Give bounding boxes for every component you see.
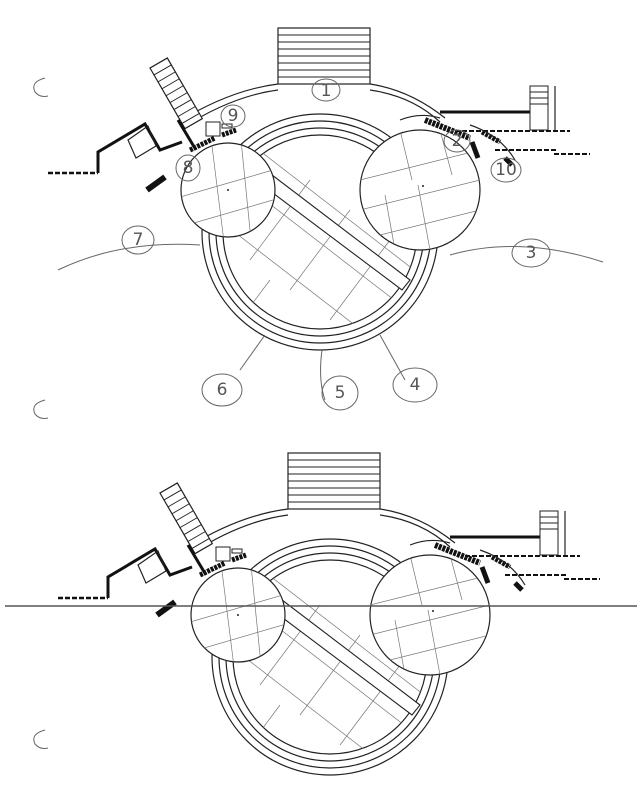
label-3: 3 (511, 238, 551, 268)
label-4: 4 (392, 367, 438, 403)
label-9: 9 (220, 104, 246, 128)
label-8: 8 (175, 154, 201, 182)
svg-text:5: 5 (335, 383, 346, 403)
label-10: 10 (490, 157, 522, 183)
binder-hole-middle (33, 399, 49, 419)
leader-4 (379, 334, 406, 381)
svg-text:4: 4 (410, 375, 421, 395)
svg-text:9: 9 (228, 106, 239, 126)
svg-text:6: 6 (217, 380, 228, 400)
svg-text:1: 1 (321, 81, 332, 101)
plan-variant-a: 1 9 8 2 10 7 3 6 5 4 (48, 28, 604, 411)
plan-variant-b (5, 453, 637, 785)
label-5: 5 (321, 375, 359, 411)
label-7: 7 (121, 225, 155, 255)
svg-text:7: 7 (133, 230, 144, 250)
binder-hole-top (33, 77, 49, 97)
leader-6 (239, 334, 266, 371)
svg-text:3: 3 (526, 243, 537, 263)
leader-5 (320, 349, 326, 401)
label-1: 1 (311, 78, 341, 102)
label-2: 2 (443, 129, 471, 153)
grade-line-right (449, 246, 604, 263)
label-6: 6 (201, 373, 243, 407)
svg-text:2: 2 (452, 131, 463, 151)
binder-hole-bottom (33, 729, 49, 749)
svg-text:10: 10 (495, 160, 517, 180)
grade-line-left (57, 243, 201, 271)
svg-text:8: 8 (183, 158, 194, 178)
